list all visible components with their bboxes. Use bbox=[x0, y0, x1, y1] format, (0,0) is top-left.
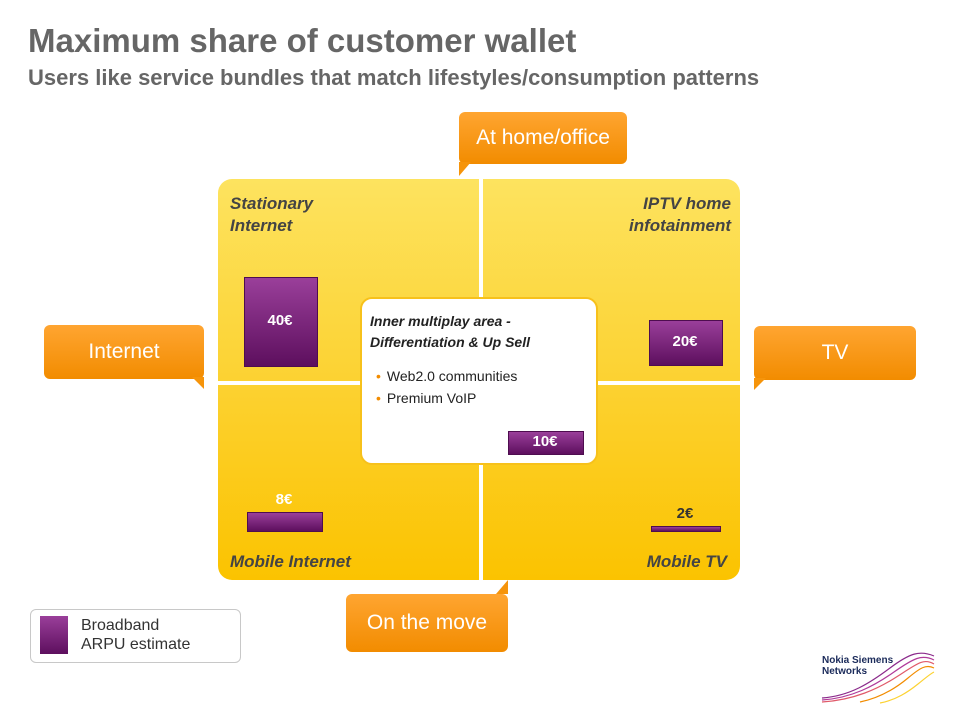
callout-internet: Internet bbox=[44, 325, 204, 379]
quadrant-label-mobile-tv: Mobile TV bbox=[646, 552, 727, 571]
bar-inner-multiplay bbox=[508, 431, 584, 455]
bullet-dot: • bbox=[376, 368, 381, 384]
callout-tv-tail bbox=[754, 378, 766, 390]
quadrant-label-stationary-internet: Stationary Internet bbox=[230, 193, 390, 237]
legend-swatch bbox=[40, 616, 68, 654]
bar-label-stationary-internet: 40€ bbox=[267, 312, 293, 329]
bar-iptv bbox=[649, 320, 723, 366]
page-title: Maximum share of customer wallet bbox=[28, 22, 577, 59]
legend-line1: Broadband bbox=[81, 617, 160, 634]
inner-bullet-web20: • Web2.0 communities bbox=[376, 368, 517, 384]
callout-on-the-move-label: On the move bbox=[366, 611, 488, 634]
inner-bullet-voip: • Premium VoIP bbox=[376, 390, 476, 406]
callout-internet-tail bbox=[192, 377, 204, 389]
bar-label-mobile-internet: 8€ bbox=[275, 491, 293, 508]
bullet-dot: • bbox=[376, 390, 381, 406]
inner-heading-line1: Inner multiplay area - bbox=[370, 313, 511, 329]
inner-heading-line2: Differentiation & Up Sell bbox=[370, 334, 530, 350]
callout-home-office: At home/office bbox=[459, 112, 627, 164]
callout-home-office-label: At home/office bbox=[476, 126, 610, 149]
bar-label-iptv: 20€ bbox=[672, 333, 698, 350]
bar-stationary-internet bbox=[244, 277, 318, 367]
callout-on-the-move-tail bbox=[496, 580, 508, 594]
legend-label: Broadband ARPU estimate bbox=[81, 616, 241, 654]
quadrant-label-tr-line2: infotainment bbox=[629, 216, 731, 235]
bar-mobile-internet bbox=[247, 512, 323, 532]
company-logo-graphic: Nokia Siemens Networks bbox=[821, 652, 935, 704]
quadrant-label-tl-line2: Internet bbox=[230, 216, 293, 235]
company-logo: Nokia Siemens Networks bbox=[820, 648, 938, 704]
bar-label-inner-multiplay: 10€ bbox=[532, 433, 558, 450]
bullet-text: Web2.0 communities bbox=[386, 368, 518, 384]
callout-on-the-move: On the move bbox=[346, 594, 508, 652]
callout-tv: TV bbox=[754, 326, 916, 380]
quadrant-label-mobile-internet: Mobile Internet bbox=[230, 552, 351, 571]
bar-label-mobile-tv: 2€ bbox=[676, 505, 694, 522]
logo-text-line2: Networks bbox=[822, 666, 867, 677]
inner-multiplay-heading: Inner multiplay area - Differentiation &… bbox=[370, 311, 590, 353]
bar-mobile-tv bbox=[651, 526, 721, 532]
legend-line2: ARPU estimate bbox=[81, 636, 191, 653]
quadrant-label-iptv: IPTV home infotainment bbox=[560, 193, 731, 237]
bullet-text: Premium VoIP bbox=[386, 390, 477, 406]
callout-internet-label: Internet bbox=[88, 340, 160, 363]
quadrant-label-tl-line1: Stationary bbox=[230, 194, 314, 213]
logo-text-line1: Nokia Siemens bbox=[822, 655, 894, 666]
page-subtitle: Users like service bundles that match li… bbox=[28, 65, 760, 90]
quadrant-label-tr-line1: IPTV home bbox=[643, 194, 731, 213]
callout-tv-label: TV bbox=[821, 341, 849, 364]
callout-home-office-tail bbox=[459, 162, 471, 176]
